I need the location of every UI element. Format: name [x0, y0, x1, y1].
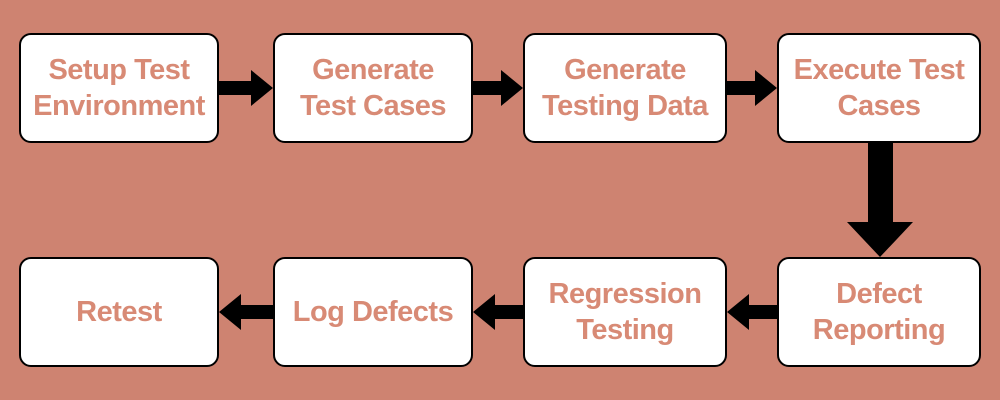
arrow-shaft — [473, 81, 501, 95]
node-defect-reporting: Defect Reporting — [777, 257, 981, 367]
node-label: Generate Testing Data — [542, 54, 708, 122]
arrow-shaft — [495, 305, 523, 319]
node-execute-test-cases: Execute Test Cases — [777, 33, 981, 143]
node-label: Generate Test Cases — [300, 54, 447, 122]
arrow-left-icon-log-defects-to-retest — [219, 294, 273, 330]
arrow-head — [755, 70, 777, 106]
arrow-shaft — [241, 305, 273, 319]
arrow-shaft — [219, 81, 251, 95]
node-label: Setup Test Environment — [33, 54, 205, 122]
arrow-right-icon-setup-to-generate-cases — [219, 70, 273, 106]
node-retest: Retest — [19, 257, 219, 367]
arrow-head — [251, 70, 273, 106]
node-label: Regression Testing — [548, 278, 702, 346]
node-regression-testing: Regression Testing — [523, 257, 727, 367]
arrow-shaft — [727, 81, 755, 95]
arrow-head — [219, 294, 241, 330]
arrow-left-icon-regression-to-log-defects — [473, 294, 523, 330]
arrow-shaft — [749, 305, 777, 319]
node-label: Defect Reporting — [812, 278, 946, 346]
node-generate-test-cases: Generate Test Cases — [273, 33, 473, 143]
node-generate-testing-data: Generate Testing Data — [523, 33, 727, 143]
arrow-head — [501, 70, 523, 106]
arrow-shaft — [867, 143, 893, 222]
arrow-down-icon-execute-to-defect-reporting — [847, 143, 913, 257]
arrow-right-icon-generate-cases-to-testing-data — [473, 70, 523, 106]
arrow-left-icon-defect-reporting-to-regression — [727, 294, 777, 330]
arrow-head — [473, 294, 495, 330]
node-label: Retest — [76, 296, 162, 328]
arrow-head — [727, 294, 749, 330]
node-label: Execute Test Cases — [793, 54, 965, 122]
node-log-defects: Log Defects — [273, 257, 473, 367]
arrow-right-icon-testing-data-to-execute — [727, 70, 777, 106]
node-label: Log Defects — [292, 296, 454, 328]
node-setup-test-environment: Setup Test Environment — [19, 33, 219, 143]
arrow-head — [847, 222, 913, 257]
